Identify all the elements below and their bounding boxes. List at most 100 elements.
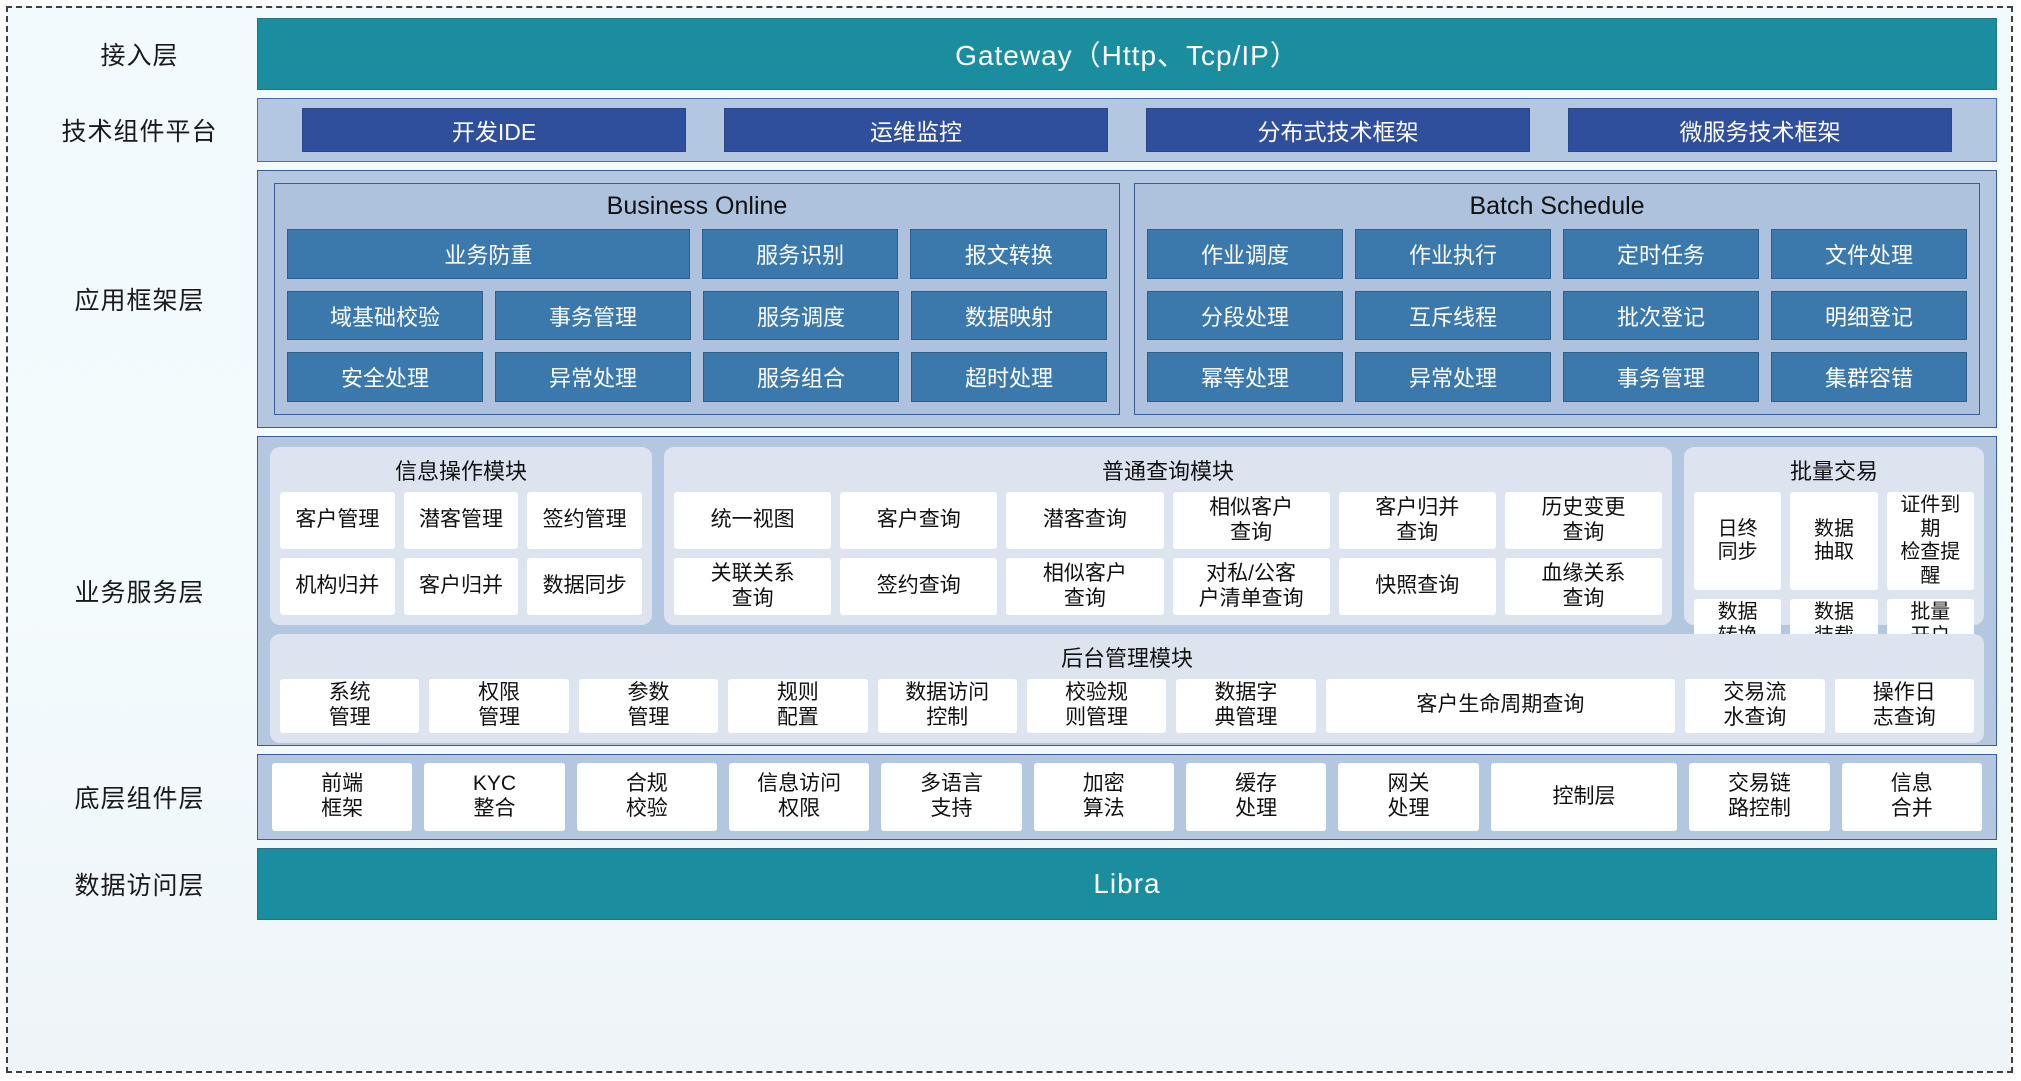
module-batch-transaction: 批量交易 日终 同步 数据 抽取 证件到期 检查提醒 数据 转换 数据 装载 [1684,447,1984,651]
module-title-info-operations: 信息操作模块 [394,459,527,484]
module-row: 日终 同步 数据 抽取 证件到期 检查提醒 [1694,492,1974,591]
layer-business-service: 业务服务层 信息操作模块 客户管理 潜客管理 签约管理 [22,436,1997,746]
module-cell[interactable]: 证件到期 检查提醒 [1886,492,1974,591]
module-cell[interactable]: 快照查询 [1338,558,1496,615]
panel-batch-schedule: Batch Schedule 作业调度 作业执行 定时任务 文件处理 分段处理 … [1134,183,1980,415]
module-cell[interactable]: 相似客户 查询 [1006,558,1164,615]
gateway-bar[interactable]: Gateway（Http、Tcp/IP） [257,18,1997,90]
module-cell[interactable]: 数据同步 [527,558,643,615]
panel-title-business-online: Business Online [606,192,788,220]
base-cell[interactable]: 信息访问 权限 [728,763,870,831]
app-cell[interactable]: 分段处理 [1147,290,1343,341]
module-cell[interactable]: 血缘关系 查询 [1504,558,1663,615]
admin-cell[interactable]: 权限 管理 [429,679,569,733]
app-cell[interactable]: 定时任务 [1563,229,1759,279]
layer-label-access: 接入层 [100,42,179,70]
app-cell[interactable]: 异常处理 [1355,352,1551,403]
module-row: 系统 管理 权限 管理 参数 管理 规则 配置 数据访问 控制 校验规 则管理 … [280,679,1974,733]
base-cell[interactable]: 前端 框架 [272,763,413,831]
admin-cell[interactable]: 交易流 水查询 [1685,679,1825,733]
module-cell[interactable]: 对私/公客 户清单查询 [1172,558,1330,615]
base-cell[interactable]: 信息 合并 [1841,763,1982,831]
panel-row: 安全处理 异常处理 服务组合 超时处理 [287,352,1107,403]
base-cell[interactable]: KYC 整合 [424,763,565,831]
app-cell[interactable]: 数据映射 [911,290,1107,341]
module-row: 关联关系 查询 签约查询 相似客户 查询 对私/公客 户清单查询 快照查询 血缘… [674,558,1663,615]
app-cell[interactable]: 明细登记 [1771,290,1967,341]
panel-row: 作业调度 作业执行 定时任务 文件处理 [1147,229,1967,279]
app-cell[interactable]: 服务调度 [703,290,899,341]
module-cell[interactable]: 客户查询 [840,492,998,549]
app-cell[interactable]: 事务管理 [1563,352,1759,403]
layer-stack: 接入层 Gateway（Http、Tcp/IP） 技术组件平台 开发IDE 运维… [22,18,1997,1060]
app-cell[interactable]: 事务管理 [495,290,691,341]
tech-chip-microservice-framework[interactable]: 微服务技术框架 [1568,108,1952,152]
app-cell[interactable]: 超时处理 [911,352,1107,403]
module-row: 机构归并 客户归并 数据同步 [280,558,643,615]
module-cell[interactable]: 数据 抽取 [1790,492,1878,591]
layer-label-tech: 技术组件平台 [61,118,218,146]
admin-cell[interactable]: 参数 管理 [578,679,719,733]
base-cell[interactable]: 合规 校验 [576,763,717,831]
base-cell[interactable]: 缓存 处理 [1185,763,1327,831]
app-cell[interactable]: 互斥线程 [1355,290,1551,341]
admin-cell[interactable]: 系统 管理 [280,679,420,733]
app-cell[interactable]: 服务识别 [701,229,899,279]
app-cell[interactable]: 业务防重 [287,229,690,279]
base-cell[interactable]: 交易链 路控制 [1689,763,1830,831]
app-framework-band: Business Online 业务防重 服务识别 报文转换 域基础校验 事务管… [257,170,1997,428]
module-cell[interactable]: 潜客管理 [403,492,519,549]
app-cell[interactable]: 异常处理 [495,352,691,403]
module-cell[interactable]: 客户归并 查询 [1338,492,1496,549]
base-cell[interactable]: 控制层 [1490,763,1678,831]
app-cell[interactable]: 作业调度 [1147,229,1343,279]
app-cell[interactable]: 幂等处理 [1147,352,1343,403]
module-common-query: 普通查询模块 统一视图 客户查询 潜客查询 相似客户 查询 客户归并 查询 历史… [664,447,1672,625]
panel-business-online: Business Online 业务防重 服务识别 报文转换 域基础校验 事务管… [274,183,1120,415]
app-cell[interactable]: 域基础校验 [287,290,483,341]
module-cell[interactable]: 签约管理 [527,492,643,549]
module-cell[interactable]: 客户管理 [280,492,395,549]
module-cell[interactable]: 统一视图 [674,492,832,549]
layer-app-framework: 应用框架层 Business Online 业务防重 服务识别 报文转换 域 [22,170,1997,428]
base-cell[interactable]: 加密 算法 [1033,763,1174,831]
tech-chip-distributed-framework[interactable]: 分布式技术框架 [1146,108,1530,152]
module-cell[interactable]: 关联关系 查询 [674,558,832,615]
admin-cell[interactable]: 校验规 则管理 [1026,679,1167,733]
module-cell[interactable]: 历史变更 查询 [1504,492,1663,549]
app-cell[interactable]: 安全处理 [287,352,483,403]
app-cell[interactable]: 报文转换 [910,229,1107,279]
app-cell[interactable]: 文件处理 [1771,229,1967,279]
panel-row: 幂等处理 异常处理 事务管理 集群容错 [1147,352,1967,403]
layer-access: 接入层 Gateway（Http、Tcp/IP） [22,18,1997,90]
module-row: 客户管理 潜客管理 签约管理 [280,492,643,549]
admin-cell[interactable]: 数据访问 控制 [877,679,1017,733]
admin-cell[interactable]: 操作日 志查询 [1834,679,1974,733]
module-cell[interactable]: 签约查询 [840,558,998,615]
app-cell[interactable]: 集群容错 [1771,352,1967,403]
admin-cell[interactable]: 客户生命周期查询 [1325,679,1676,733]
base-cell[interactable]: 多语言 支持 [881,763,1022,831]
tech-chip-ops-monitor[interactable]: 运维监控 [724,108,1108,152]
app-cell[interactable]: 作业执行 [1355,229,1551,279]
layer-base-components: 底层组件层 前端 框架 KYC 整合 合规 校验 信息访问 权限 多语言 支持 … [22,754,1997,840]
module-cell[interactable]: 潜客查询 [1006,492,1164,549]
module-cell[interactable]: 日终 同步 [1694,492,1782,591]
admin-cell[interactable]: 规则 配置 [728,679,868,733]
module-title-batch-transaction: 批量交易 [1789,459,1878,484]
panel-row: 域基础校验 事务管理 服务调度 数据映射 [287,290,1107,341]
app-cell[interactable]: 批次登记 [1563,290,1759,341]
module-cell[interactable]: 相似客户 查询 [1172,492,1330,549]
admin-cell[interactable]: 数据字 典管理 [1176,679,1316,733]
module-cell[interactable]: 客户归并 [403,558,519,615]
tech-chip-ide[interactable]: 开发IDE [302,108,686,152]
libra-bar[interactable]: Libra [257,848,1997,920]
base-cell[interactable]: 网关 处理 [1338,763,1479,831]
base-component-band: 前端 框架 KYC 整合 合规 校验 信息访问 权限 多语言 支持 加密 算法 … [257,754,1997,840]
module-info-operations: 信息操作模块 客户管理 潜客管理 签约管理 机构归并 客户归并 [270,447,652,625]
module-cell[interactable]: 机构归并 [280,558,395,615]
panel-title-batch-schedule: Batch Schedule [1469,192,1645,220]
module-title-common-query: 普通查询模块 [1101,459,1234,484]
app-cell[interactable]: 服务组合 [703,352,899,403]
